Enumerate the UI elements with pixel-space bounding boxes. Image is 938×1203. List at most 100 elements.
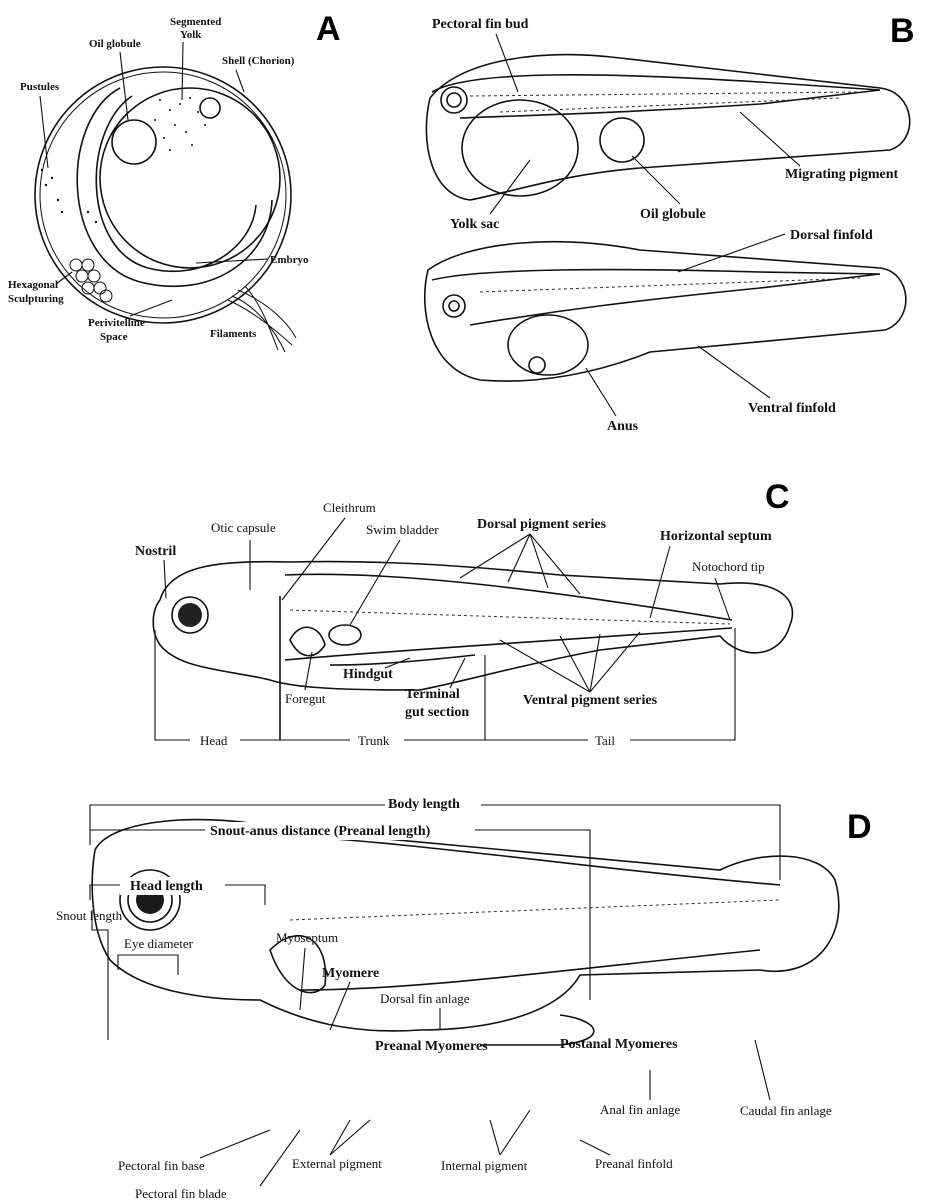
leader-preanal-finfold — [580, 1140, 610, 1155]
leader-horizontal-septum — [650, 546, 670, 618]
lower-larva-eye — [443, 295, 465, 317]
pustule-dots — [41, 169, 97, 223]
lower-anus-ring — [529, 357, 545, 373]
label-swim-bladder: Swim bladder — [366, 522, 439, 537]
label-body-length: Body length — [388, 797, 460, 812]
leader-anus — [586, 368, 616, 416]
label-terminal-gut-1: Terminal — [405, 687, 460, 702]
leader-caudal-fin-anlage — [755, 1040, 770, 1100]
label-preanal-myomeres: Preanal Myomeres — [375, 1039, 488, 1054]
label-shell: Shell (Chorion) — [222, 55, 295, 67]
label-preanal-finfold: Preanal finfold — [595, 1156, 673, 1171]
leader-ventral-pigment — [500, 632, 640, 692]
label-nostril: Nostril — [135, 544, 176, 559]
egg-shell-inner — [40, 72, 286, 318]
label-pectoral-fin-bud: Pectoral fin bud — [432, 17, 529, 32]
label-migrating-pigment: Migrating pigment — [785, 167, 898, 182]
panel-b: B Pectoral fin bud Migrating pigment Yol… — [425, 12, 915, 434]
panel-label-a: A — [316, 10, 341, 48]
label-internal-pigment: Internal pigment — [441, 1158, 528, 1173]
panel-label-d: D — [847, 808, 872, 846]
swim-bladder — [329, 625, 361, 645]
label-hindgut: Hindgut — [343, 667, 393, 682]
label-segmented-yolk-2: Yolk — [180, 29, 202, 41]
label-dorsal-pigment-series: Dorsal pigment series — [477, 517, 607, 532]
leader-myoseptum — [300, 948, 305, 1010]
hexagonal-sculpturing — [70, 259, 112, 302]
leader-cleithrum — [282, 518, 345, 600]
label-filaments: Filaments — [210, 328, 257, 340]
leader-b-oil-globule — [632, 156, 680, 204]
label-segmented-yolk-1: Segmented — [170, 16, 221, 28]
leader-oil-globule — [120, 52, 128, 120]
label-anus: Anus — [607, 419, 639, 434]
filaments — [228, 286, 296, 352]
leader-external-pigment — [330, 1120, 370, 1155]
label-dorsal-finfold: Dorsal finfold — [790, 228, 873, 243]
label-myoseptum: Myoseptum — [276, 930, 338, 945]
label-foregut: Foregut — [285, 691, 326, 706]
label-dorsal-fin-anlage: Dorsal fin anlage — [380, 991, 470, 1006]
leader-dorsal-pigment — [460, 534, 580, 594]
label-hexagonal-2: Sculpturing — [8, 293, 64, 305]
upper-larva-pupil — [447, 93, 461, 107]
label-postanal-myomeres: Postanal Myomeres — [560, 1037, 678, 1052]
lower-yolk — [508, 315, 588, 375]
panel-a: A — [8, 10, 341, 352]
larva-dorsal-edge — [270, 835, 780, 885]
lower-notochord — [480, 278, 860, 292]
label-terminal-gut-2: gut section — [405, 705, 469, 720]
label-embryo: Embryo — [270, 254, 309, 266]
label-ventral-pigment-series: Ventral pigment series — [523, 693, 658, 708]
leader-internal-pigment — [490, 1110, 530, 1155]
label-myomere: Myomere — [322, 966, 379, 981]
larva-notochord — [290, 900, 780, 920]
leader-perivitelline — [130, 300, 172, 316]
embryo-eye — [200, 98, 220, 118]
leader-pectoral-fin-bud — [496, 34, 518, 92]
oil-globule — [112, 120, 156, 164]
leader-embryo — [196, 259, 268, 263]
leader-segmented-yolk — [182, 42, 183, 100]
upper-notochord — [470, 92, 860, 96]
label-perivitelline-1: Perivitelline — [88, 317, 145, 329]
embryo-body — [77, 88, 272, 286]
label-cleithrum: Cleithrum — [323, 500, 376, 515]
lower-larva-body — [432, 270, 880, 325]
yolk-sac — [462, 100, 578, 196]
label-perivitelline-2: Space — [100, 331, 128, 343]
label-head: Head — [200, 733, 228, 748]
foregut — [290, 627, 325, 655]
lower-larva-finfold — [425, 242, 906, 381]
upper-larva-body — [432, 75, 880, 118]
label-oil-globule: Oil globule — [89, 38, 141, 50]
panel-label-c: C — [765, 478, 790, 516]
upper-oil-globule — [600, 118, 644, 162]
label-anal-fin-anlage: Anal fin anlage — [600, 1102, 680, 1117]
label-horizontal-septum: Horizontal septum — [660, 529, 772, 544]
label-pectoral-fin-base: Pectoral fin base — [118, 1158, 205, 1173]
label-hexagonal-1: Hexagonal — [8, 279, 58, 291]
label-notochord-tip: Notochord tip — [692, 559, 765, 574]
lower-larva-pupil — [449, 301, 459, 311]
panel-d: D Body length Snout-anus distance (Prean… — [56, 795, 872, 1201]
leader-shell — [236, 70, 244, 92]
label-pectoral-fin-blade: Pectoral fin blade — [135, 1186, 227, 1201]
label-yolk-sac: Yolk sac — [450, 217, 499, 232]
leader-nostril — [164, 560, 166, 598]
label-eye-diameter: Eye diameter — [124, 936, 194, 951]
label-external-pigment: External pigment — [292, 1156, 382, 1171]
label-caudal-fin-anlage: Caudal fin anlage — [740, 1103, 832, 1118]
segmented-yolk-dots — [154, 97, 206, 151]
label-tail: Tail — [595, 733, 615, 748]
upper-larva-eye — [441, 87, 467, 113]
leader-dorsal-finfold — [678, 234, 785, 272]
label-ventral-finfold: Ventral finfold — [748, 401, 836, 416]
panel-c: C Cleithrum Otic capsule Swim bladder Do… — [135, 478, 792, 748]
prelarva-notochord — [290, 610, 730, 624]
label-b-oil-globule: Oil globule — [640, 207, 706, 222]
label-head-length: Head length — [130, 879, 203, 894]
panel-label-b: B — [890, 12, 915, 50]
label-snout-length: Snout length — [56, 908, 123, 923]
leader-ventral-finfold — [698, 346, 770, 398]
